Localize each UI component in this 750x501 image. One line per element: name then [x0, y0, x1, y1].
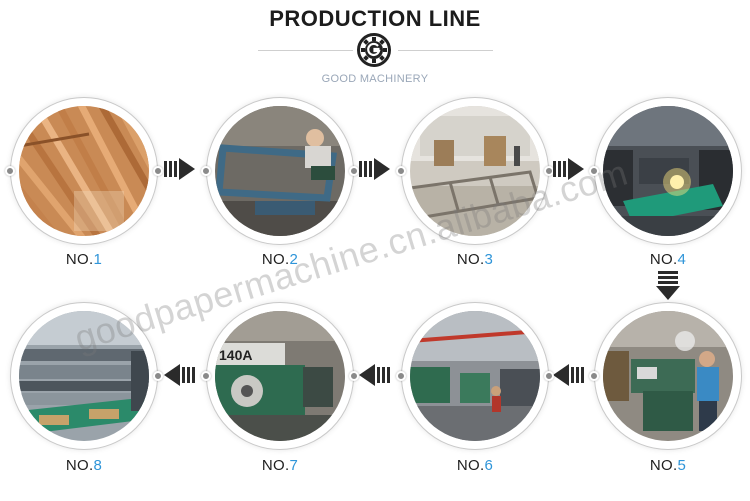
connector-dot — [5, 166, 15, 176]
step-prefix: NO. — [261, 457, 290, 474]
arrow-left-icon — [164, 364, 195, 386]
step-prefix: NO. — [261, 251, 290, 268]
connector-dot — [349, 166, 359, 176]
connector-dot — [349, 371, 359, 381]
step-number: 1 — [93, 251, 103, 268]
step-2-label: NO.2 — [220, 251, 340, 268]
lathe-plate-text: 140A — [219, 347, 252, 363]
arrow-left-icon — [553, 364, 584, 386]
arrow-right-icon — [553, 158, 584, 180]
connector-dot — [589, 166, 599, 176]
connector-dot — [153, 166, 163, 176]
steel-frame-welding-photo — [215, 106, 345, 236]
arrow-left-icon — [359, 364, 390, 386]
lathe-machine-photo: 140A — [215, 311, 345, 441]
step-prefix: NO. — [649, 457, 678, 474]
title-divider-right — [398, 50, 493, 51]
arrow-right-icon — [359, 158, 390, 180]
step-8-label: NO.8 — [24, 457, 144, 474]
lathe-operator-photo — [603, 311, 733, 441]
gear-g-logo-icon — [357, 33, 391, 67]
step-6-label: NO.6 — [415, 457, 535, 474]
step-prefix: NO. — [456, 251, 485, 268]
step-prefix: NO. — [65, 251, 94, 268]
arrow-down-icon — [656, 271, 680, 300]
step-3-label: NO.3 — [415, 251, 535, 268]
step-number: 8 — [93, 457, 103, 474]
connector-dot — [201, 371, 211, 381]
page-subtitle: GOOD MACHINERY — [321, 73, 429, 85]
step-prefix: NO. — [456, 457, 485, 474]
workshop-floor-photo — [410, 311, 540, 441]
connector-dot — [396, 166, 406, 176]
step-1 — [5, 97, 163, 245]
step-4-label: NO.4 — [608, 251, 728, 268]
arrow-right-icon — [164, 158, 195, 180]
connector-dot — [544, 371, 554, 381]
step-8 — [10, 302, 163, 450]
connector-dot — [589, 371, 599, 381]
step-7: 140A — [201, 302, 359, 450]
step-6 — [396, 302, 554, 450]
step-number: 5 — [677, 457, 687, 474]
welding-workshop-photo — [603, 106, 733, 236]
connector-dot — [396, 371, 406, 381]
paper-machine-rollers-photo — [19, 311, 149, 441]
step-5 — [589, 302, 742, 450]
step-5-label: NO.5 — [608, 457, 728, 474]
connector-dot — [153, 371, 163, 381]
step-2 — [201, 97, 359, 245]
step-7-label: NO.7 — [220, 457, 340, 474]
step-3 — [396, 97, 554, 245]
frame-assembly-photo — [410, 106, 540, 236]
title-divider-left — [258, 50, 353, 51]
step-number: 3 — [484, 251, 494, 268]
step-number: 6 — [484, 457, 494, 474]
step-number: 4 — [677, 251, 687, 268]
step-number: 2 — [289, 251, 299, 268]
page-title: PRODUCTION LINE — [269, 6, 481, 31]
step-1-label: NO.1 — [24, 251, 144, 268]
wood-planks-photo — [19, 106, 149, 236]
step-4 — [589, 97, 742, 245]
step-prefix: NO. — [65, 457, 94, 474]
connector-dot — [201, 166, 211, 176]
step-prefix: NO. — [649, 251, 678, 268]
step-number: 7 — [289, 457, 299, 474]
